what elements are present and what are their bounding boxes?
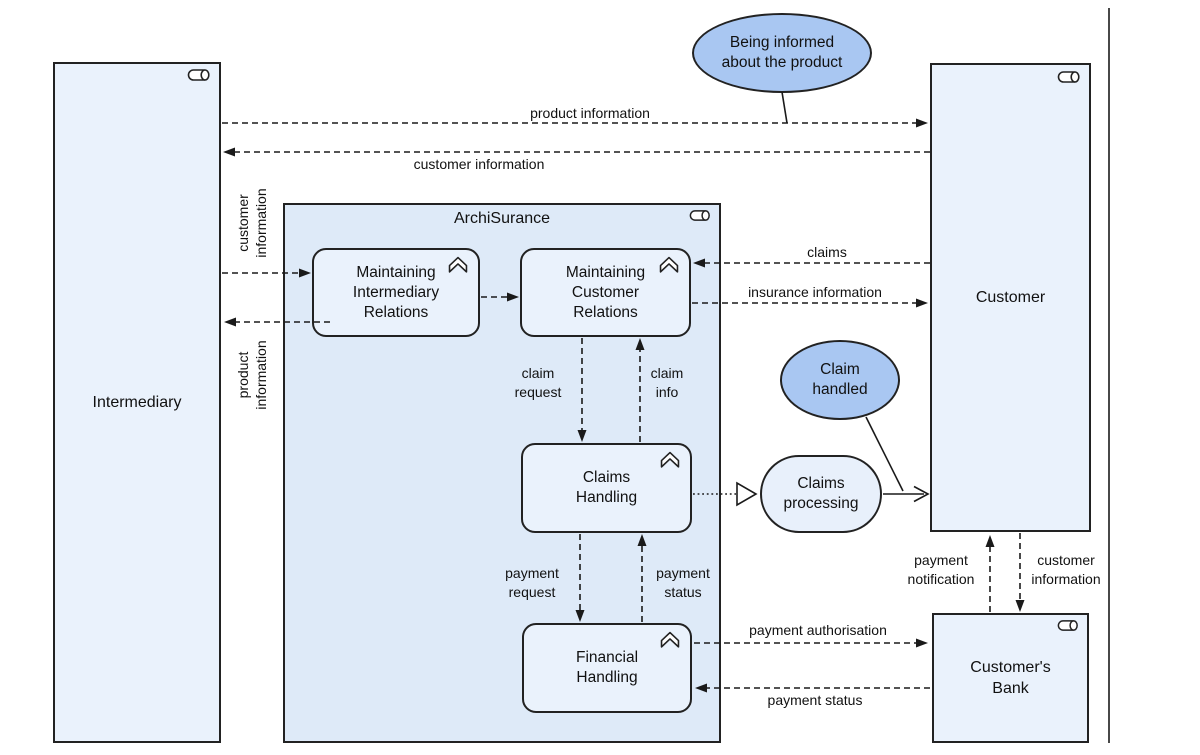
financial-handling-process: Financial Handling — [522, 623, 692, 713]
edge-label-payment-request: payment request — [505, 565, 559, 600]
claims-processing-service: Claims processing — [760, 455, 882, 533]
maintaining-customer-relations-label: Maintaining Customer Relations — [565, 263, 646, 321]
being-informed-label: Being informed about the product — [721, 34, 843, 71]
edge-label-claim-info: claim info — [650, 365, 684, 400]
arrowhead-product-information-top — [916, 118, 928, 128]
edge-label-customer-information-bottom: customer information — [1031, 552, 1101, 587]
edge-label-claims: claims — [807, 244, 847, 260]
edge-label-payment-status-mid: payment status — [656, 565, 710, 600]
financial-handling-label: Financial Handling — [575, 649, 639, 686]
process-chevron-icon — [447, 256, 469, 279]
maintaining-intermediary-relations-process: Maintaining Intermediary Relations — [312, 248, 480, 337]
business-role-icon — [187, 68, 213, 87]
edge-label-product-information-top: product information — [530, 105, 650, 121]
arrowhead-payment-notification — [985, 535, 995, 547]
claim-handled-label: Claim handled — [812, 361, 868, 398]
arrowhead-serving-open — [913, 485, 930, 503]
process-chevron-icon — [659, 451, 681, 474]
edge-label-claim-request: claim request — [514, 365, 562, 400]
arrowhead-customer-information-bottom — [1015, 600, 1025, 612]
customer-label: Customer — [975, 289, 1046, 306]
intermediary-actor-box: Intermediary — [53, 62, 221, 743]
being-informed-connector-line — [781, 91, 788, 124]
being-informed-event: Being informed about the product — [692, 13, 872, 93]
arrowhead-product-information-left — [224, 317, 236, 327]
claims-processing-label: Claims processing — [783, 475, 859, 512]
customers-bank-actor-box: Customer's Bank — [932, 613, 1089, 743]
claims-handling-process: Claims Handling — [521, 443, 692, 533]
edge-label-product-information-left: product information — [235, 340, 269, 410]
arrowhead-customer-information-top — [223, 147, 235, 157]
customer-actor-box: Customer — [930, 63, 1091, 532]
business-role-icon — [689, 209, 713, 227]
arrowhead-insurance-information — [916, 298, 928, 308]
maintaining-customer-relations-process: Maintaining Customer Relations — [520, 248, 691, 337]
edge-label-customer-information-top: customer information — [413, 156, 545, 172]
claims-handling-label: Claims Handling — [575, 469, 638, 506]
maintaining-intermediary-relations-label: Maintaining Intermediary Relations — [352, 263, 440, 321]
edge-label-payment-status-bottom: payment status — [767, 692, 863, 708]
edge-label-insurance-information: insurance information — [748, 284, 882, 300]
arrowhead-payment-authorisation — [916, 638, 928, 648]
edge-label-customer-information-left: customer information — [235, 188, 269, 258]
customers-bank-label: Customer's Bank — [970, 659, 1051, 697]
archisurance-label: ArchiSurance — [453, 210, 551, 227]
business-role-icon — [1057, 70, 1083, 89]
edge-label-payment-notification: payment notification — [907, 552, 975, 587]
process-chevron-icon — [658, 256, 680, 279]
process-chevron-icon — [659, 631, 681, 654]
intermediary-label: Intermediary — [92, 394, 182, 411]
realization-hollow-triangle — [736, 481, 758, 507]
claim-handled-event: Claim handled — [780, 340, 900, 420]
business-role-icon — [1057, 619, 1081, 637]
edge-label-payment-authorisation: payment authorisation — [749, 622, 887, 638]
